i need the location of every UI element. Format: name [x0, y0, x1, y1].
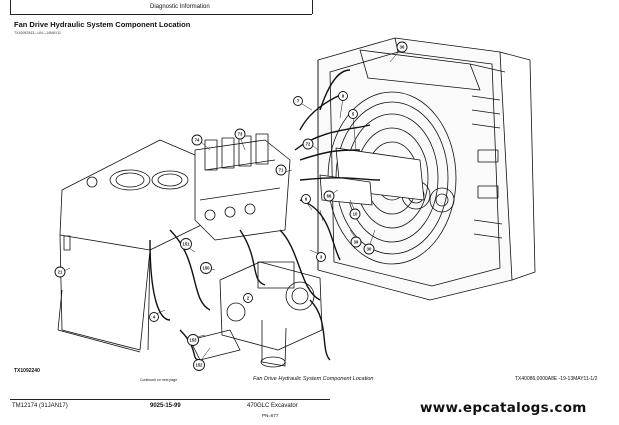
svg-text:72: 72 [306, 142, 311, 147]
callout-66: 66 [323, 190, 335, 202]
svg-text:6: 6 [305, 197, 308, 202]
svg-text:8: 8 [342, 94, 345, 99]
svg-text:3: 3 [320, 255, 323, 260]
leader-lines [61, 49, 401, 364]
svg-text:151: 151 [183, 242, 191, 247]
svg-text:7: 7 [297, 99, 300, 104]
footer-page-number: 9025-15-99 [150, 403, 181, 409]
svg-text:150: 150 [203, 266, 211, 271]
header-left-tick [10, 0, 11, 14]
svg-text:30: 30 [367, 247, 372, 252]
callout-36: 36 [396, 41, 408, 53]
svg-text:4: 4 [153, 315, 156, 320]
callout-5: 5 [348, 109, 358, 119]
figure-id: TX1092240 [14, 368, 40, 374]
svg-text:66: 66 [327, 194, 332, 199]
svg-text:71: 71 [279, 168, 284, 173]
callout-150: 150 [200, 262, 212, 274]
callout-2: 2 [243, 293, 253, 303]
svg-text:21: 21 [58, 270, 63, 275]
pump-assembly [189, 261, 323, 368]
callout-7: 7 [293, 96, 303, 106]
callout-21: 21 [54, 266, 66, 278]
callout-8: 8 [338, 91, 348, 101]
svg-text:153: 153 [190, 338, 198, 343]
callout-10: 10 [349, 208, 361, 220]
callout-39: 39 [350, 236, 362, 248]
figure-reference: TX10092543—UN—14MAY11 [14, 31, 61, 35]
svg-text:39: 39 [354, 240, 359, 245]
header-right-tick [312, 0, 313, 14]
watermark-link[interactable]: www.epcatalogs.com [420, 400, 587, 416]
svg-text:73: 73 [238, 132, 243, 137]
callout-72: 72 [302, 138, 314, 150]
control-valve [194, 133, 291, 241]
footer-model: 470GLC Excavator [247, 403, 298, 409]
callout-3: 3 [316, 252, 326, 262]
callout-4: 4 [149, 312, 159, 322]
svg-text:152: 152 [196, 363, 204, 368]
svg-text:36: 36 [400, 45, 405, 50]
callout-71: 71 [275, 164, 287, 176]
callout-152: 152 [193, 359, 205, 371]
svg-text:2: 2 [247, 296, 250, 301]
svg-text:74: 74 [195, 138, 200, 143]
document-id: TX40086,0000A8E -19-13MAY11-1/2 [515, 376, 598, 382]
callout-6: 6 [301, 194, 311, 204]
section-header: Diagnostic Information [150, 4, 210, 10]
continued-note: Continued on next page [140, 378, 178, 382]
callout-73: 73 [234, 128, 246, 140]
footer-rule [10, 399, 330, 400]
footer-manual: TM12174 (31JAN17) [12, 403, 68, 409]
footer-page-suffix: PN=677 [262, 413, 279, 418]
page-title: Fan Drive Hydraulic System Component Loc… [14, 20, 191, 29]
figure-caption: Fan Drive Hydraulic System Component Loc… [253, 376, 374, 382]
svg-text:10: 10 [353, 212, 358, 217]
header-rule [10, 14, 312, 15]
callout-151: 151 [180, 238, 192, 250]
svg-text:5: 5 [352, 112, 355, 117]
callout-30: 30 [363, 243, 375, 255]
hoses [149, 69, 381, 361]
fan-assembly [319, 91, 457, 265]
callout-74: 74 [191, 134, 203, 146]
callout-153: 153 [187, 334, 199, 346]
